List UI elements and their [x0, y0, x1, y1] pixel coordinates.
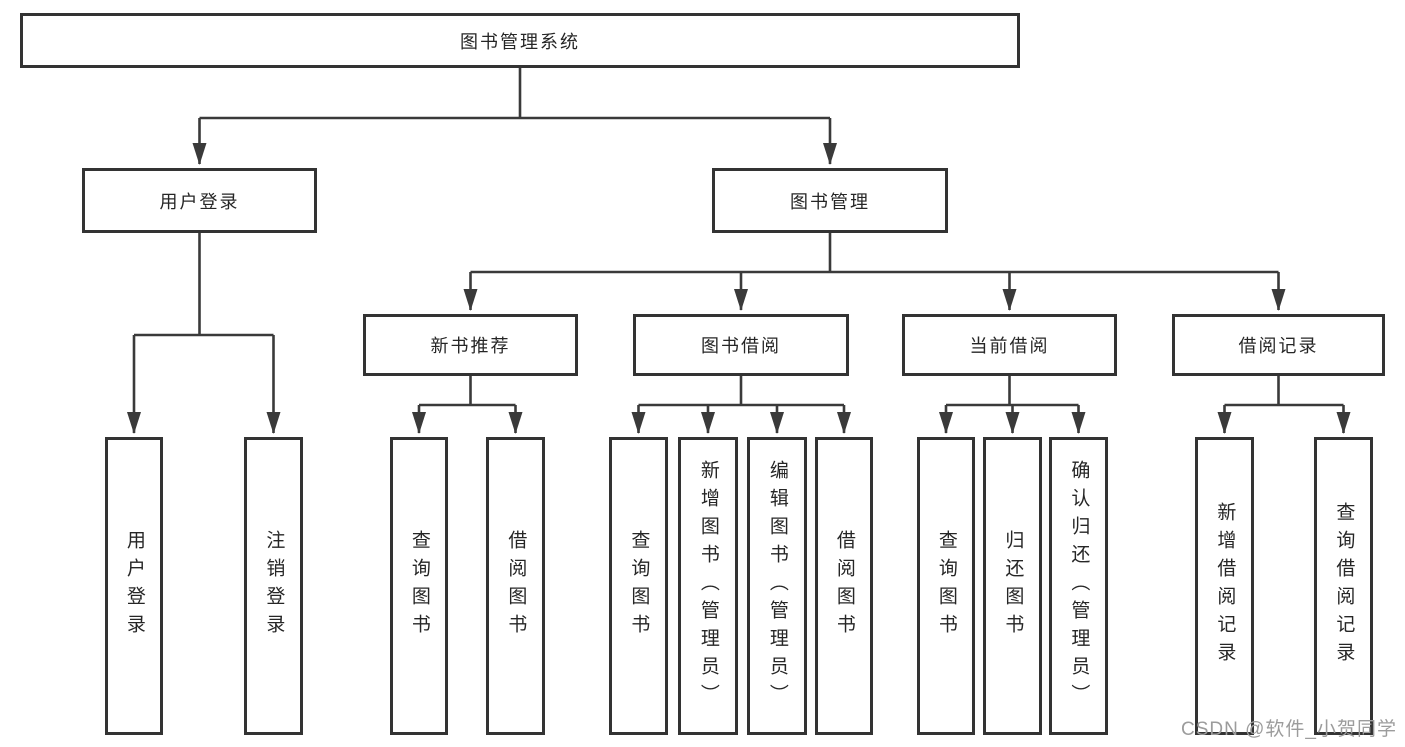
leaf-add-books-admin: 新增图书（管理员） — [678, 437, 738, 735]
leaf-return-books: 归还图书 — [983, 437, 1042, 735]
leaf-query-books-current: 查询图书 — [917, 437, 975, 735]
leaf-query-borrow-record: 查询借阅记录 — [1314, 437, 1373, 735]
watermark: CSDN @软件_小贺同学 — [1181, 719, 1397, 740]
leaf-confirm-return-admin: 确认归还（管理员） — [1049, 437, 1108, 735]
leaf-logout: 注销登录 — [244, 437, 303, 735]
node-new-book-recommendation: 新书推荐 — [363, 314, 578, 376]
node-borrowing-records: 借阅记录 — [1172, 314, 1385, 376]
node-book-management: 图书管理 — [712, 168, 948, 233]
leaf-query-books-borrow: 查询图书 — [609, 437, 668, 735]
node-library-management-system: 图书管理系统 — [20, 13, 1020, 68]
leaf-edit-books-admin: 编辑图书（管理员） — [747, 437, 807, 735]
leaf-add-borrow-record: 新增借阅记录 — [1195, 437, 1254, 735]
leaf-query-books-recommend: 查询图书 — [390, 437, 448, 735]
leaf-borrow-books-recommend: 借阅图书 — [486, 437, 545, 735]
node-book-borrowing: 图书借阅 — [633, 314, 849, 376]
node-user-login: 用户登录 — [82, 168, 317, 233]
leaf-borrow-books: 借阅图书 — [815, 437, 873, 735]
node-current-borrowing: 当前借阅 — [902, 314, 1117, 376]
leaf-user-login: 用户登录 — [105, 437, 163, 735]
